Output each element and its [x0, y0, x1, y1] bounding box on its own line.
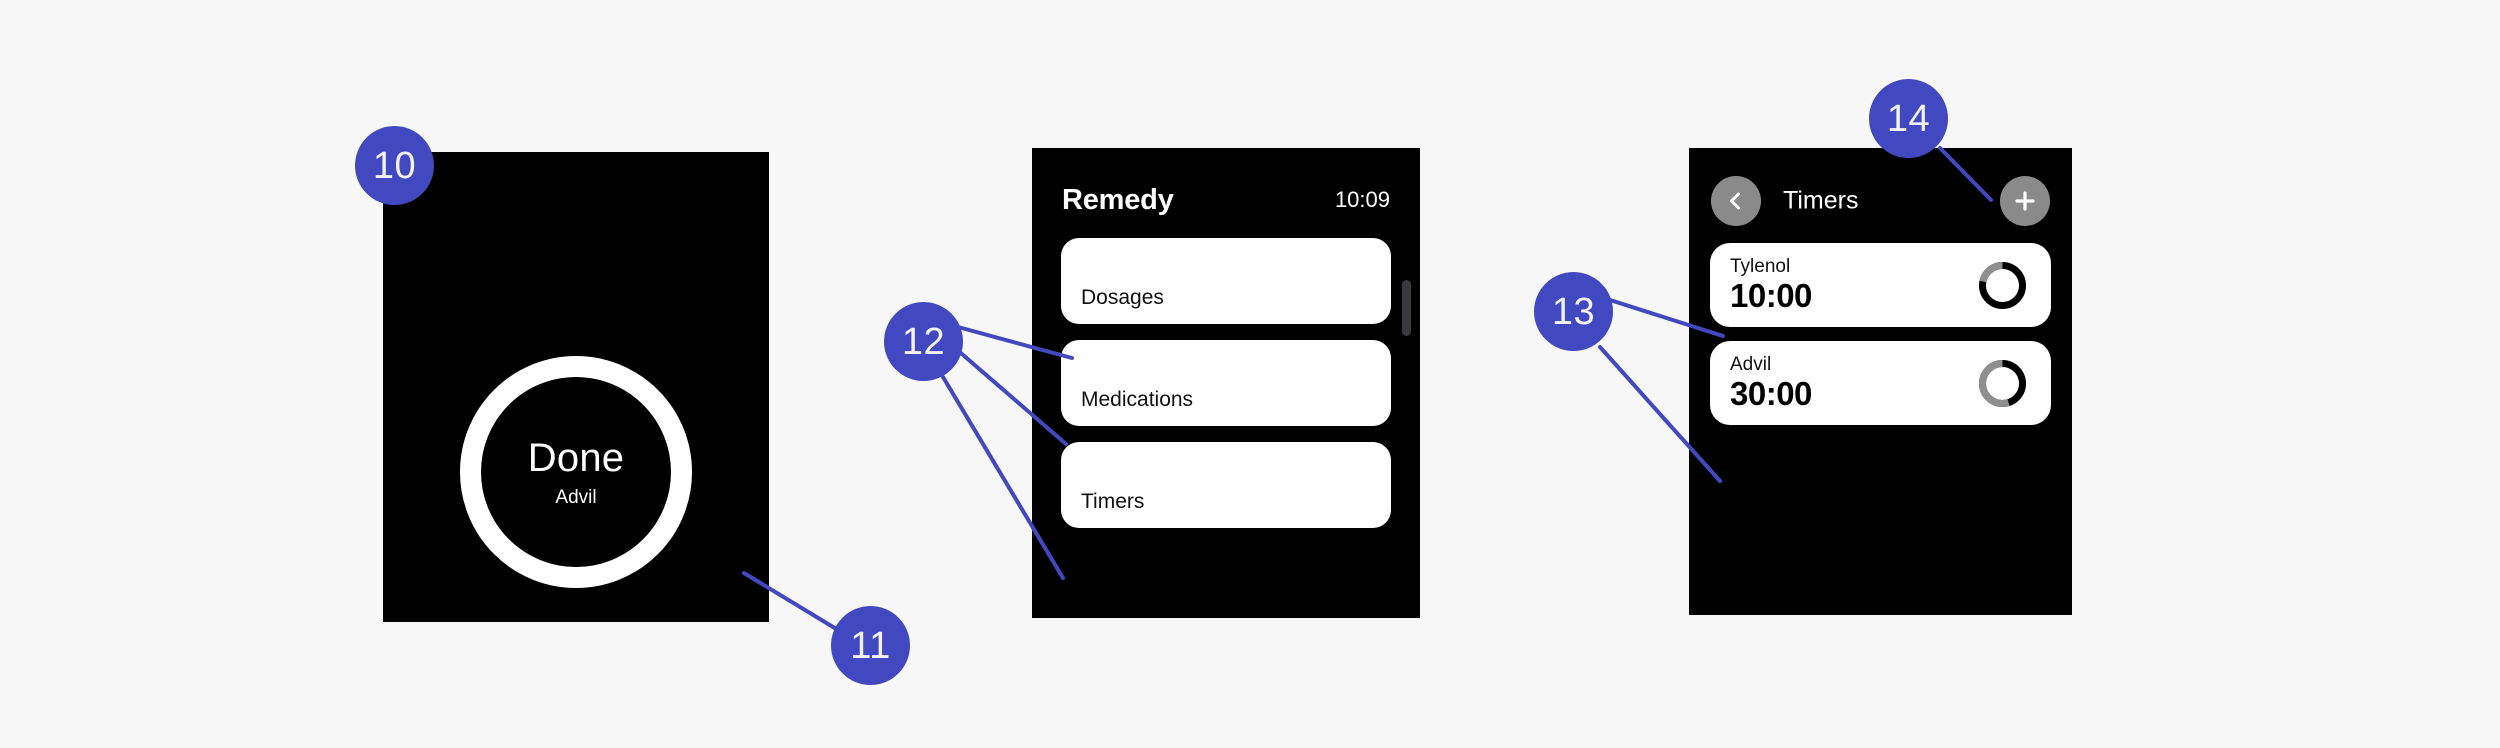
timer-time: 30:00 [1730, 375, 1812, 413]
done-subtitle: Advil [555, 486, 597, 508]
timer-card-advil[interactable]: Advil 30:00 [1710, 341, 2051, 425]
page-title: Timers [1783, 186, 1859, 215]
menu-item-timers[interactable]: Timers [1061, 442, 1391, 528]
timer-card-texts: Tylenol 10:00 [1730, 257, 1812, 313]
back-button[interactable] [1711, 176, 1761, 226]
status-clock: 10:09 [1334, 187, 1390, 212]
timer-time: 10:00 [1730, 277, 1812, 315]
callout-badge-14[interactable]: 14 [1869, 79, 1948, 158]
done-progress-ring[interactable]: Done Advil [460, 356, 692, 588]
callout-badge-12[interactable]: 12 [884, 302, 963, 381]
timer-card-texts: Advil 30:00 [1730, 355, 1812, 411]
menu-item-dosages[interactable]: Dosages [1061, 238, 1391, 324]
timer-progress-ring [1976, 357, 2029, 410]
remedy-menu-list: Dosages Medications Timers [1061, 238, 1391, 618]
done-title: Done [527, 435, 625, 480]
callout-badge-10[interactable]: 10 [355, 126, 434, 205]
menu-item-medications[interactable]: Medications [1061, 340, 1391, 426]
menu-item-label: Dosages [1081, 286, 1164, 309]
plus-icon [2015, 191, 2035, 211]
scrollbar-thumb[interactable] [1402, 280, 1411, 336]
timer-list: Tylenol 10:00 Advil 30:00 [1710, 243, 2051, 439]
menu-item-label: Medications [1081, 388, 1194, 411]
timers-header: Timers [1711, 175, 2050, 227]
add-timer-button[interactable] [2000, 176, 2050, 226]
timer-name: Advil [1730, 354, 1772, 376]
screen-timers: Timers Tylenol 10:00 [1689, 148, 2072, 615]
callout-badge-11[interactable]: 11 [831, 606, 910, 685]
ring-center-labels: Done Advil [460, 356, 692, 588]
chevron-left-icon [1730, 192, 1740, 210]
timer-name: Tylenol [1730, 256, 1791, 278]
timer-progress-ring [1976, 259, 2029, 312]
menu-item-label: Timers [1081, 490, 1145, 513]
timer-card-tylenol[interactable]: Tylenol 10:00 [1710, 243, 2051, 327]
callout-badge-13[interactable]: 13 [1534, 272, 1613, 351]
remedy-status-row: Remedy 10:09 [1032, 182, 1420, 218]
app-title: Remedy [1062, 183, 1174, 216]
screen-done: Done Advil [383, 152, 769, 622]
screen-remedy-menu: Remedy 10:09 Dosages Medications Timers [1032, 148, 1420, 618]
